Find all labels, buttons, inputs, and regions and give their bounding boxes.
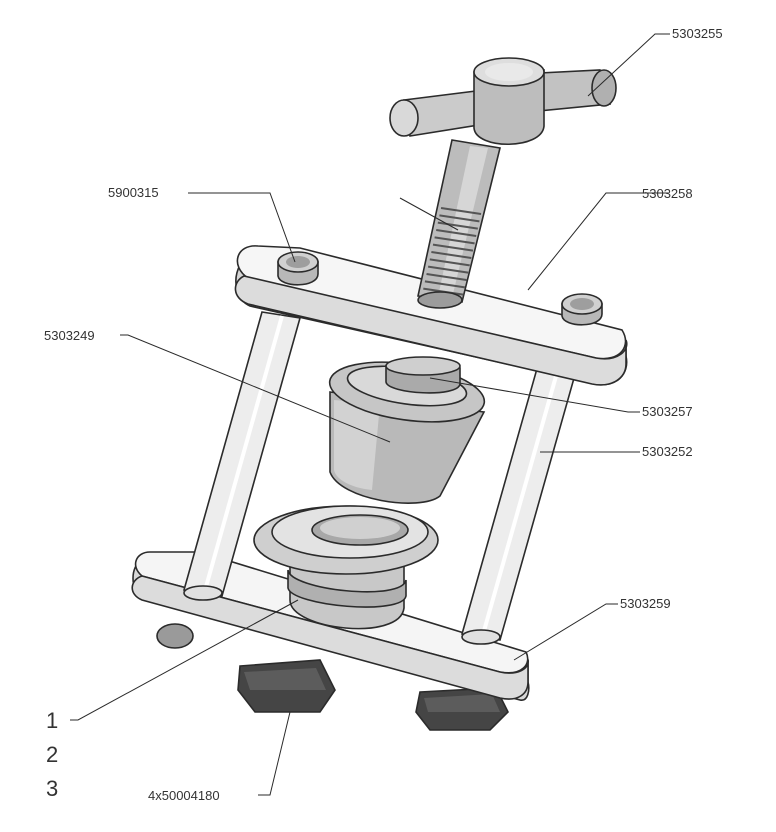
leader-top-nut bbox=[188, 192, 296, 263]
leader-screw bbox=[399, 197, 459, 231]
leader-item-1 bbox=[70, 599, 299, 721]
label-top-nut: 5900315 bbox=[108, 185, 159, 200]
label-spindle-end: 5303257 bbox=[642, 404, 693, 419]
bottom-plate bbox=[131, 551, 530, 701]
item-number-2: 2 bbox=[46, 742, 58, 767]
screw-thread-line bbox=[439, 214, 480, 223]
nut-right bbox=[561, 293, 603, 326]
screw-thread-line bbox=[426, 273, 467, 281]
threaded-screw bbox=[417, 139, 501, 309]
leader-spindle-end bbox=[429, 377, 640, 413]
nut-left bbox=[277, 251, 319, 286]
label-pillar: 5303252 bbox=[642, 444, 693, 459]
screw-thread-line bbox=[434, 236, 475, 245]
label-bottom-plate: 5303259 bbox=[620, 596, 671, 611]
leader-lines bbox=[70, 33, 670, 796]
screw-thread-line bbox=[432, 243, 474, 252]
item-number-1: 1 bbox=[46, 708, 58, 733]
t-handle bbox=[389, 57, 617, 145]
screw-thread-line bbox=[440, 207, 482, 215]
screw-thread-line bbox=[431, 251, 472, 259]
leader-cone bbox=[120, 334, 391, 443]
screw-thread-line bbox=[424, 280, 466, 289]
screw-end bbox=[385, 356, 461, 394]
label-feet: 4x50004180 bbox=[148, 788, 220, 803]
leader-feet bbox=[258, 711, 291, 796]
foot-back-left bbox=[156, 623, 194, 649]
label-handle: 5303255 bbox=[672, 26, 723, 41]
leader-handle bbox=[587, 33, 670, 97]
screw-thread-line bbox=[427, 265, 469, 274]
foot-left bbox=[237, 659, 336, 713]
item-number-3: 3 bbox=[46, 776, 58, 801]
label-top-plate: 5303258 bbox=[642, 186, 693, 201]
label-cone: 5303249 bbox=[44, 328, 95, 343]
screw-thread-line bbox=[436, 229, 477, 237]
press-base-bush bbox=[253, 505, 439, 630]
leader-top-plate bbox=[527, 192, 668, 291]
screw-thread-line bbox=[429, 258, 470, 267]
pillar-left bbox=[182, 311, 302, 601]
leader-bottom-plate bbox=[513, 603, 618, 661]
screw-thread-line bbox=[437, 221, 478, 230]
